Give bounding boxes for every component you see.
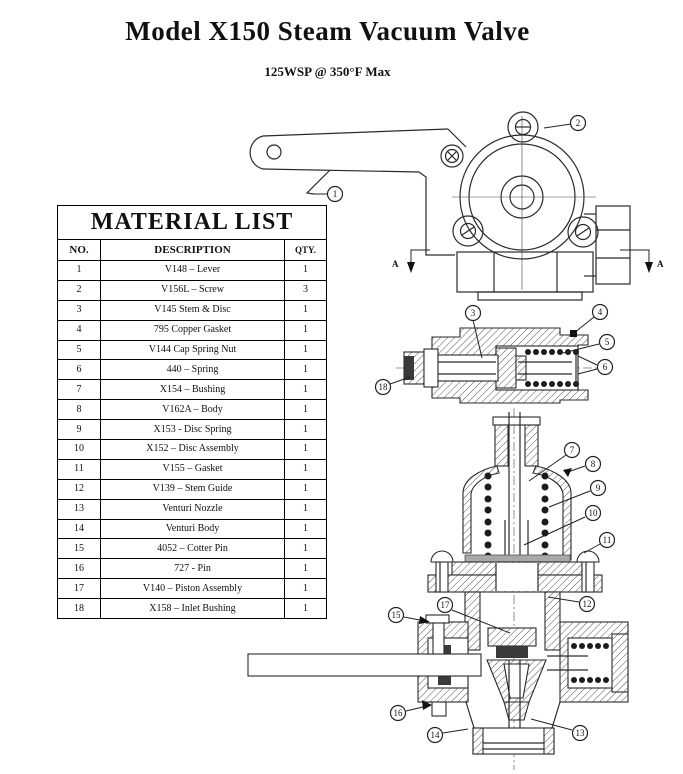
svg-text:4: 4 (598, 307, 603, 317)
flange-bolt-left (430, 550, 454, 593)
svg-text:3: 3 (471, 308, 476, 318)
section-letter-right: A (657, 259, 664, 269)
front-section-diagram: 7 8 9 10 11 (247, 408, 629, 770)
svg-text:17: 17 (441, 600, 451, 610)
svg-text:11: 11 (603, 535, 612, 545)
callout-2: 2 (543, 114, 587, 132)
ear-screw-top (507, 111, 539, 143)
pivot-screw (440, 144, 464, 168)
row-description: X158 – Inlet Bushing (100, 598, 285, 620)
section-letter-left: A (392, 259, 399, 269)
callout-4: 4 (570, 303, 609, 337)
flange-bolt-right (576, 550, 600, 593)
callout-1: 1 (314, 185, 344, 203)
row-qty: 1 (283, 299, 328, 321)
material-list-header-row: NO. DESCRIPTION QTY. (57, 239, 328, 261)
column-header-description: DESCRIPTION (100, 239, 285, 261)
venturi-nozzle (486, 659, 547, 730)
row-qty: 1 (283, 558, 328, 580)
svg-text:7: 7 (570, 445, 575, 455)
section-aa-diagram: 3 4 5 6 18 (374, 303, 616, 404)
ear-screw-left (452, 215, 484, 247)
venturi-body-outlet (465, 701, 561, 755)
spring-dome (462, 465, 572, 561)
callout-16: 16 (389, 700, 432, 722)
body-neck (464, 591, 561, 651)
svg-text:10: 10 (589, 508, 599, 518)
bonnet-top-view (440, 111, 631, 301)
callout-17: 17 (436, 596, 511, 634)
callout-18: 18 (374, 376, 411, 396)
callout-3: 3 (464, 304, 483, 359)
flange-assembly (427, 550, 603, 593)
callout-15: 15 (387, 606, 430, 624)
callout-9: 9 (548, 479, 607, 508)
stem-bushing (492, 412, 541, 560)
callout-6: 6 (577, 355, 614, 376)
callout-14: 14 (426, 726, 469, 744)
callout-5: 5 (562, 333, 616, 354)
row-qty: 1 (283, 598, 328, 620)
svg-text:1: 1 (333, 189, 338, 199)
piston-assembly (487, 627, 537, 658)
disc-assembly-section (495, 347, 517, 389)
callout-11: 11 (583, 531, 616, 554)
svg-text:5: 5 (605, 337, 610, 347)
callout-10: 10 (523, 504, 602, 546)
vertical-spring (484, 472, 549, 560)
ear-screw-right (567, 216, 599, 248)
column-header-no: NO. (57, 239, 101, 261)
stem-and-disc (403, 348, 499, 388)
hex-base (456, 251, 594, 301)
svg-text:16: 16 (394, 708, 404, 718)
lever-arm-section (247, 622, 482, 685)
svg-text:6: 6 (603, 362, 608, 372)
material-list-title: MATERIAL LIST (56, 205, 328, 240)
svg-text:9: 9 (596, 483, 601, 493)
callout-7: 7 (528, 441, 581, 482)
svg-text:12: 12 (583, 599, 592, 609)
svg-text:18: 18 (379, 382, 389, 392)
column-header-qty: QTY. (283, 239, 328, 261)
page-title: Model X150 Steam Vacuum Valve (125, 16, 530, 46)
svg-text:14: 14 (431, 730, 441, 740)
outlet-hex (584, 205, 631, 285)
callout-12: 12 (547, 595, 596, 613)
callout-8: 8 (563, 455, 602, 477)
lever-part (249, 128, 467, 256)
svg-text:13: 13 (576, 728, 586, 738)
top-view-diagram: A A 1 2 (249, 111, 664, 301)
svg-text:2: 2 (576, 118, 581, 128)
svg-text:8: 8 (591, 459, 596, 469)
page-subtitle: 125WSP @ 350°F Max (264, 64, 391, 79)
material-list-title-row: MATERIAL LIST (56, 205, 328, 240)
section-cut-marks: A A (392, 249, 664, 273)
callout-13: 13 (530, 718, 589, 742)
svg-text:15: 15 (392, 610, 402, 620)
check-spring-housing (547, 621, 629, 703)
